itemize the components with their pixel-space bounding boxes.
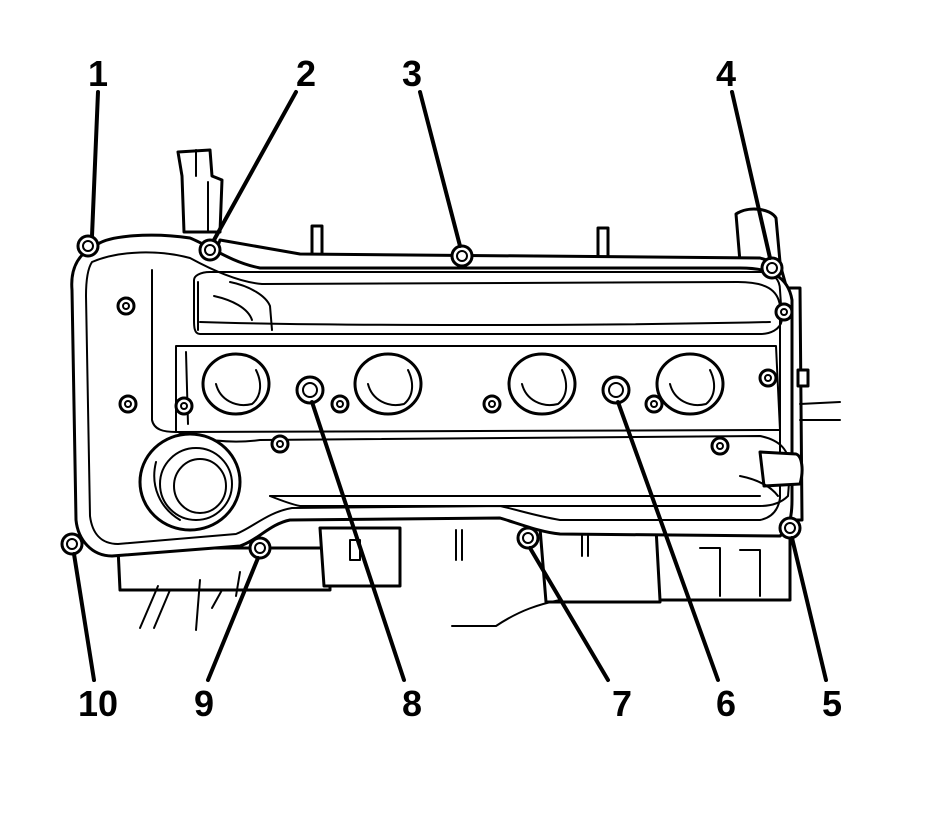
- cover-screw-bosses: [116, 296, 794, 456]
- leader-line-7: [528, 546, 610, 682]
- callout-label-10: 10: [78, 683, 118, 724]
- valve-cover: [70, 233, 804, 558]
- bolt-9: [248, 536, 272, 560]
- bolt-4: [760, 256, 784, 280]
- bolt-5: [778, 516, 802, 540]
- callout-label-8: 8: [402, 683, 422, 724]
- bolt-2: [198, 238, 222, 262]
- callout-label-3: 3: [402, 53, 422, 94]
- bolt-1: [76, 234, 100, 258]
- callout-label-4: 4: [716, 53, 736, 94]
- oil-filler-cap: [138, 432, 242, 532]
- leader-line-6: [616, 400, 720, 682]
- callout-label-9: 9: [194, 683, 214, 724]
- leader-line-4: [730, 90, 772, 260]
- leader-line-5: [790, 536, 828, 682]
- bolt-7: [516, 526, 540, 550]
- bolt-10: [60, 532, 84, 556]
- leader-line-3: [418, 90, 462, 248]
- bolt-3: [450, 244, 474, 268]
- callout-label-1: 1: [88, 53, 108, 94]
- leader-line-8: [310, 400, 406, 682]
- callout-label-6: 6: [716, 683, 736, 724]
- callout-label-5: 5: [822, 683, 842, 724]
- leader-line-1: [90, 90, 100, 238]
- bolt-8: [295, 375, 325, 405]
- callout-label-7: 7: [612, 683, 632, 724]
- leader-line-2: [212, 90, 298, 242]
- bolt-6: [601, 375, 631, 405]
- leader-line-9: [206, 556, 260, 682]
- spark-plug-holes: [201, 352, 725, 416]
- leader-line-10: [72, 552, 96, 682]
- callout-labels: 1 2 3 4 5 6 7 8 9 10: [78, 53, 842, 724]
- callout-label-2: 2: [296, 53, 316, 94]
- leader-lines: [72, 90, 828, 682]
